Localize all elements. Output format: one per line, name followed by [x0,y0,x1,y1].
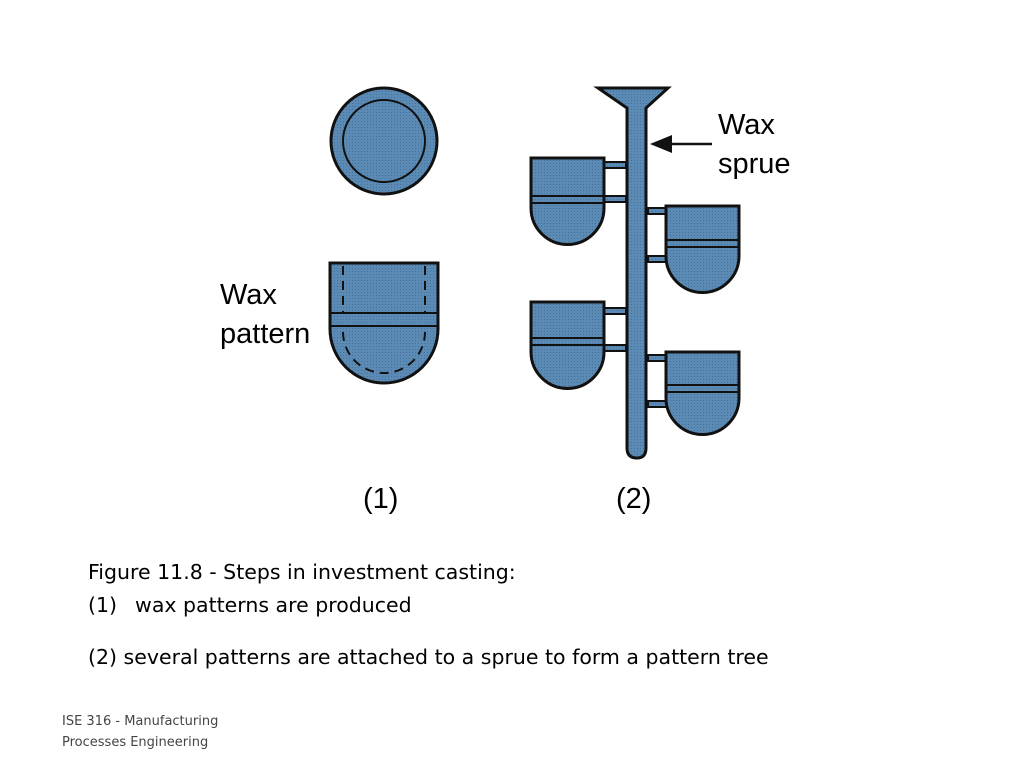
tree-pattern-left-lower [529,300,606,390]
step-1-label: (1) [363,483,398,515]
footer-course-line1: ISE 316 - Manufacturing [62,714,219,729]
caption-step-1-text: wax patterns are produced [135,593,412,617]
wax-sprue-label-line2: sprue [718,148,791,180]
gate-connector [601,161,627,169]
gate-connector [601,344,627,352]
caption-step-2: (2) several patterns are attached to a s… [88,645,769,669]
sprue-pointer-arrow [650,135,712,153]
gate-connector [601,195,627,203]
caption-step-1-number: (1) [88,593,118,617]
wax-pattern-label-line1: Wax [220,279,277,311]
caption-step-1: (1) wax patterns are produced [88,593,412,617]
tree-pattern-left-upper [529,156,606,246]
tree-pattern-right-upper [664,204,741,294]
sprue [593,86,672,460]
wax-pattern-top-view [329,86,439,196]
gate-connector [601,307,627,315]
step-2-label: (2) [616,483,651,515]
footer-course-line2: Processes Engineering [62,735,209,750]
pattern-tree [529,86,741,460]
wax-pattern-side-view [328,261,440,385]
wax-sprue-label-line1: Wax [718,109,775,141]
tree-pattern-right-lower [664,350,741,436]
caption-title: Figure 11.8 - Steps in investment castin… [88,560,516,584]
wax-pattern-label-line2: pattern [220,318,310,350]
investment-casting-figure: Wax pattern Wax sprue (1) (2) [220,86,791,515]
